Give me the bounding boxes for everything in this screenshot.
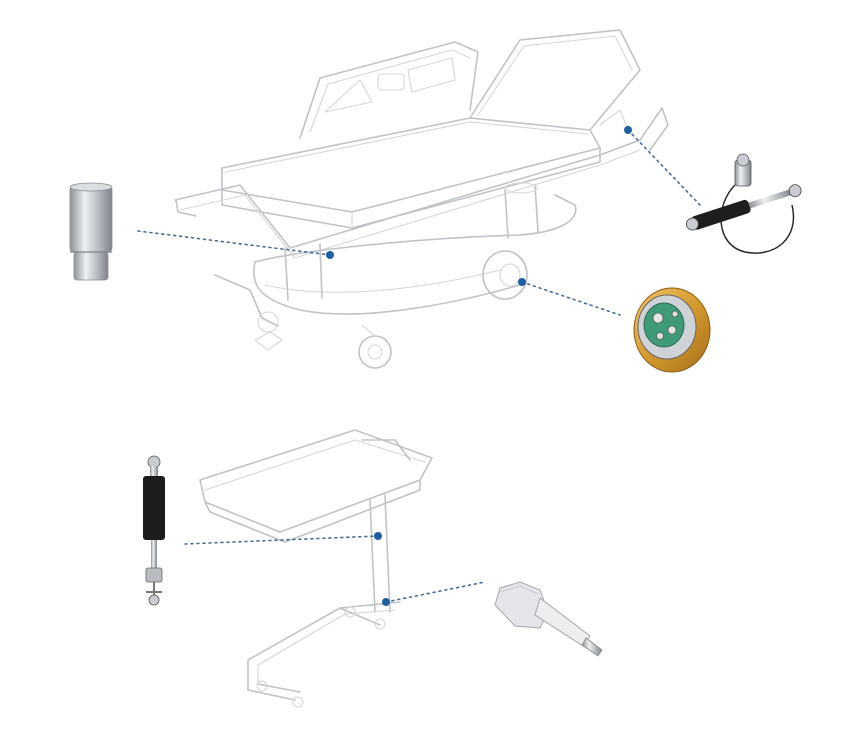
callout-dot-backrest <box>624 126 632 134</box>
cylinder-spring-icon <box>69 182 113 281</box>
callout-lines <box>137 126 701 606</box>
callout-dot-wheel <box>518 278 526 286</box>
callout-dot-base <box>326 251 334 259</box>
cable-gas-spring-icon <box>685 153 802 254</box>
callout-dot-column <box>374 532 382 540</box>
wheel-hub-motor-icon <box>633 287 711 373</box>
stretcher-sketch <box>174 29 669 369</box>
linear-actuator-icon <box>494 581 603 657</box>
overbed-table-sketch <box>199 429 433 708</box>
callout-dot-table-base <box>382 598 390 606</box>
gas-spring-icon <box>143 455 165 606</box>
